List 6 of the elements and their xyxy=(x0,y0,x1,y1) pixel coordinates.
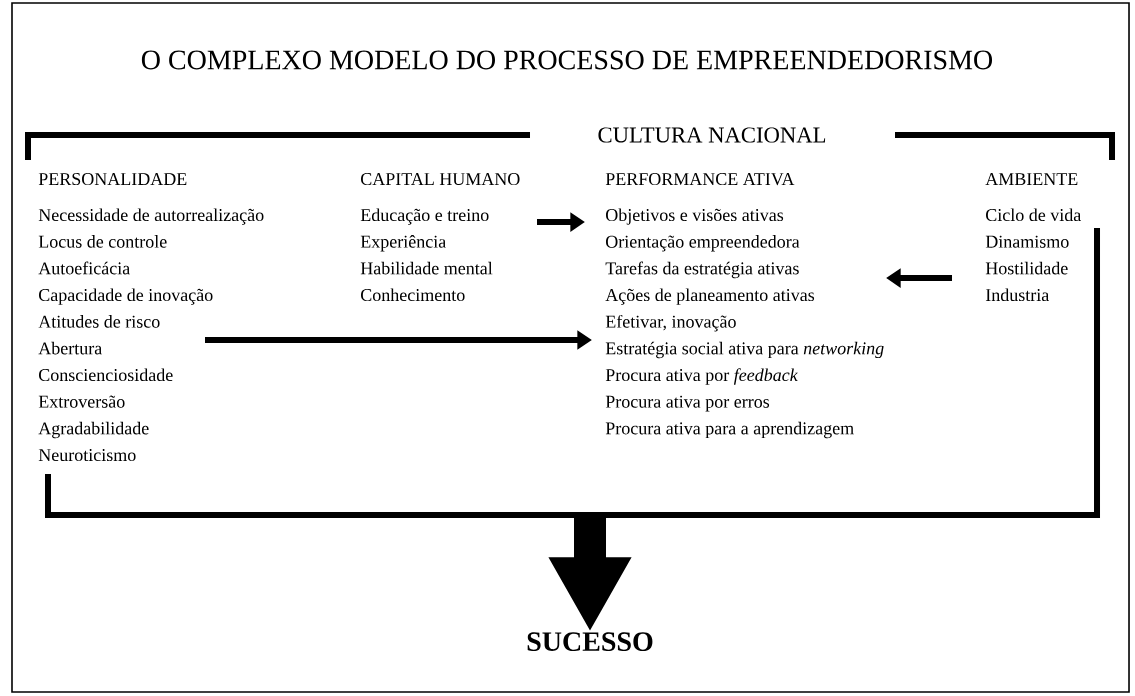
category-list: PERSONALIDADE Necessidade de autorrealização Locus de controle Autoeficácia Capacidade de inovação Atitudes de risco Abertura Conscienciosidade Extroversão Agradabilidade Neuroticismo xyxy=(38,173,264,462)
category-list: CAPITAL HUMANO Educação e treino Experiência Habilidade mental Conhecimento xyxy=(360,173,520,302)
result-label: SUCESSO xyxy=(527,632,653,652)
category-list: PERFORMANCE ATIVA Objetivos e visões ativas Orientação empreendedora Tarefas da estratégia ativas Ações de planeamento ativas Efetivar, inovação Estratégia social ativa para networking Procura ativa por feedback Procura ativa por erros Procura ativa para a aprendizagem xyxy=(605,173,884,439)
title: O COMPLEXO MODELO DO PROCESSO DE EMPREENDEDORISMO xyxy=(141,50,993,70)
category-list: AMBIENTE Ciclo de vida Dinamismo Hostilidade Industria xyxy=(985,173,1081,302)
